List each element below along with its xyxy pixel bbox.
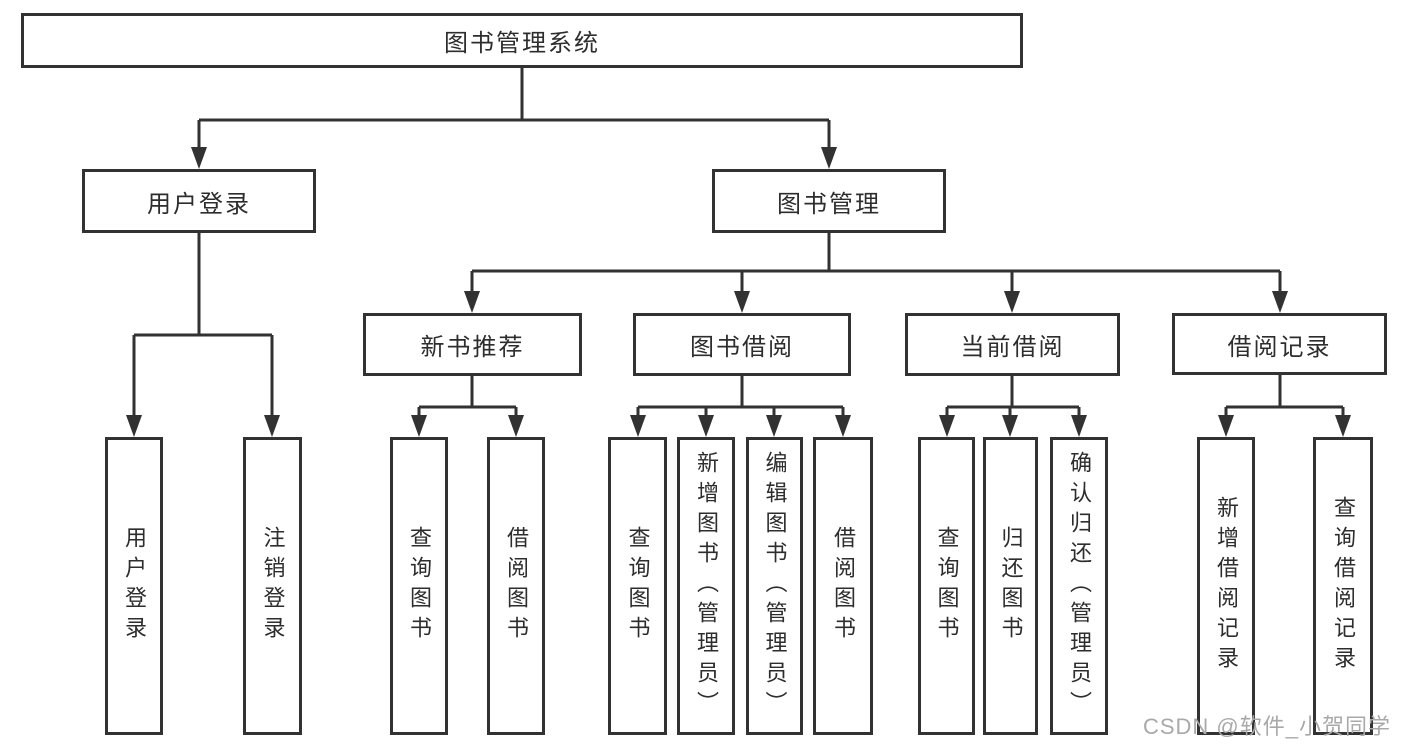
leaf-records-add-record: 新增借阅记录 [1197,437,1255,735]
leaf-logout: 注销登录 [243,437,302,735]
csdn-watermark: CSDN @软件_小贺同学 [1142,714,1391,739]
leaf-recommend-borrow-books: 借阅图书 [487,437,545,735]
leaf-current-confirm-return-admin: 确认归还（管理员） [1050,437,1108,735]
leaf-current-query-books: 查询图书 [918,437,975,735]
leaf-borrowing-edit-books-admin: 编辑图书（管理员） [746,437,803,735]
node-borrow-records: 借阅记录 [1172,313,1387,375]
node-user-login: 用户登录 [82,169,316,233]
node-library-management-system: 图书管理系统 [21,13,1023,68]
node-book-management: 图书管理 [712,169,946,233]
leaf-borrowing-add-books-admin: 新增图书（管理员） [677,437,735,735]
node-book-borrowing: 图书借阅 [633,313,851,376]
leaf-user-login: 用户登录 [105,437,163,735]
node-new-book-recommend: 新书推荐 [363,313,582,376]
leaf-records-query-record: 查询借阅记录 [1313,437,1373,735]
leaf-recommend-query-books: 查询图书 [390,437,448,735]
leaf-borrowing-query-books: 查询图书 [608,437,667,735]
leaf-current-return-books: 归还图书 [983,437,1038,735]
leaf-borrowing-borrow-books: 借阅图书 [813,437,873,735]
node-current-borrowing: 当前借阅 [905,313,1120,376]
